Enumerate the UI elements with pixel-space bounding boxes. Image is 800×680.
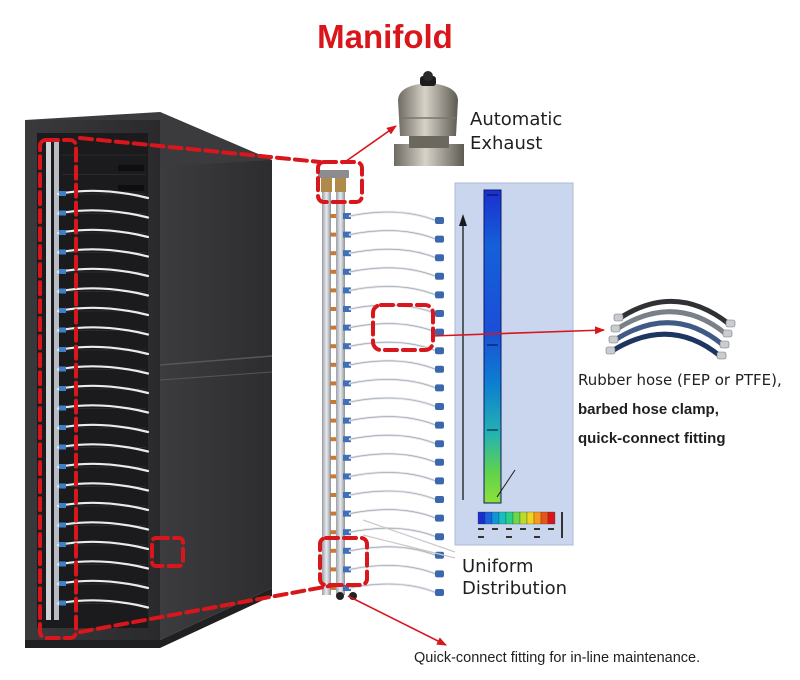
exhaust-valve-icon <box>394 71 464 166</box>
quick-connect-label: Quick-connect fitting for in-line mainte… <box>414 650 701 666</box>
rack-hoses <box>56 189 150 609</box>
callout-lines <box>38 136 435 640</box>
pointer-arrows <box>341 125 605 646</box>
distribution-pointers <box>362 519 456 559</box>
cfd-simulation-icon <box>454 182 574 546</box>
manifold-hoses <box>330 210 444 596</box>
manifold-icon <box>318 170 444 600</box>
uniform-line-2: Distribution <box>462 578 568 599</box>
hose-bundle-icon <box>605 299 736 360</box>
cfd-color-legend <box>477 511 556 525</box>
quick-connect-callout-box <box>318 536 369 587</box>
hose-description-label: Rubber hose (FEP or PTFE), barbed hose c… <box>578 366 782 453</box>
automatic-exhaust-label: Automatic Exhaust <box>470 108 562 156</box>
uniform-distribution-label: Uniform Distribution <box>462 556 567 600</box>
exhaust-line-1: Automatic <box>470 109 563 130</box>
uniform-line-1: Uniform <box>462 556 534 577</box>
hose-line-2: barbed hose clamp, <box>578 401 719 418</box>
rack-highlight-box <box>38 138 78 640</box>
hose-line-3: quick-connect fitting <box>578 430 726 447</box>
page-title: Manifold <box>317 18 453 55</box>
hose-callout-box <box>371 303 435 352</box>
rack-quick-connect-box <box>150 536 185 568</box>
hose-line-1: Rubber hose (FEP or PTFE), <box>578 371 782 389</box>
exhaust-callout-box <box>316 160 364 204</box>
exhaust-line-2: Exhaust <box>470 133 543 154</box>
server-rack-icon <box>25 112 273 648</box>
